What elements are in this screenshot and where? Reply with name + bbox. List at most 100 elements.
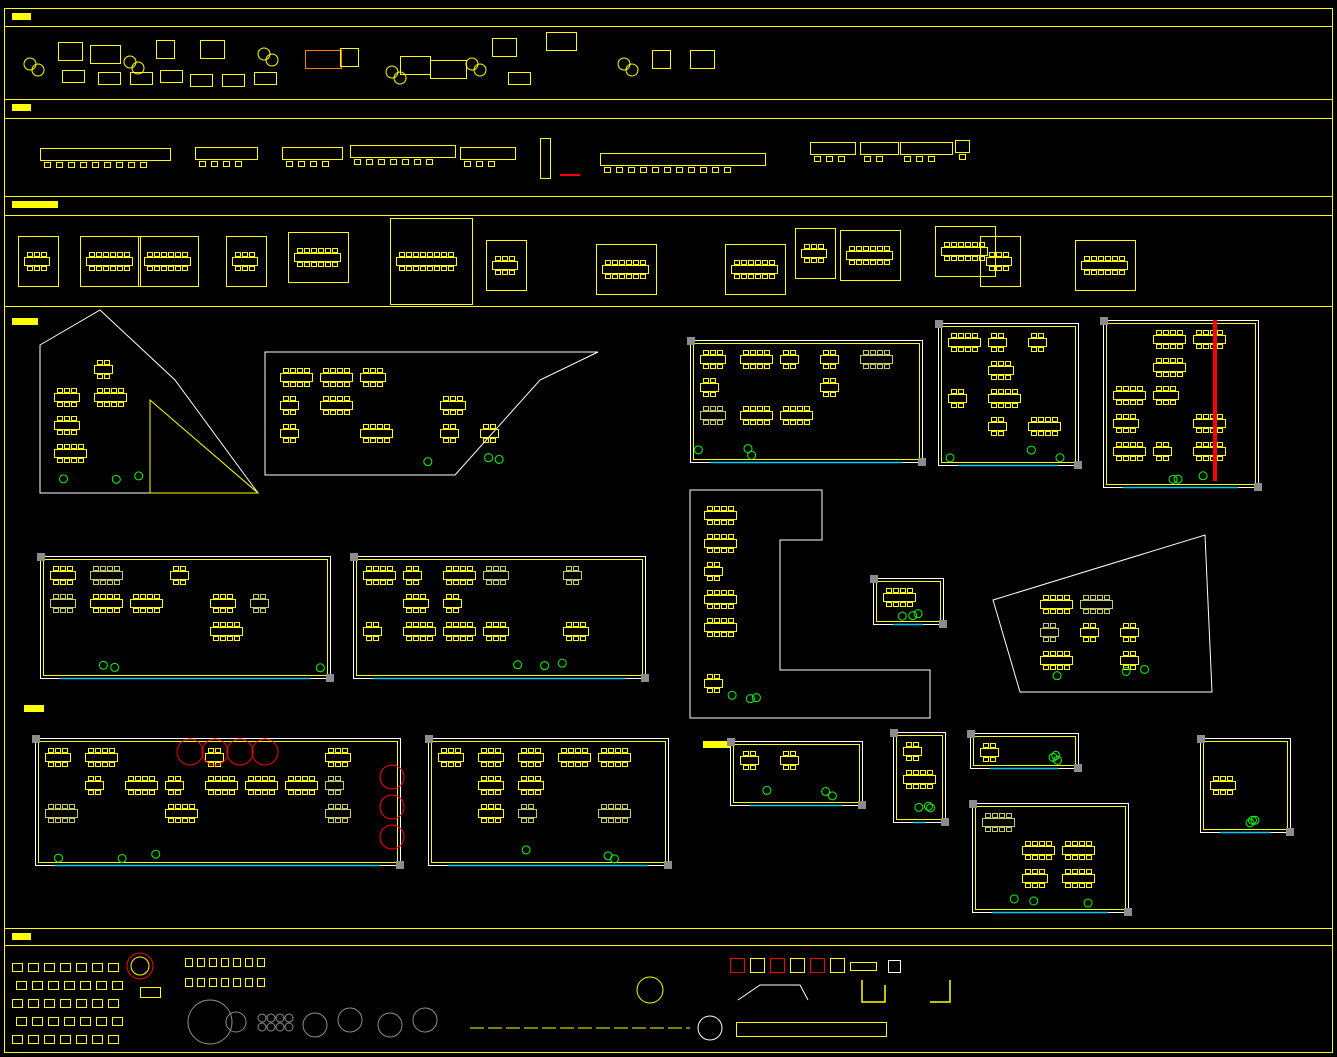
chair-icon	[208, 748, 214, 753]
table-icon	[170, 571, 189, 580]
chair-icon	[377, 382, 383, 387]
chair-icon	[535, 762, 541, 767]
chair-icon	[710, 364, 716, 369]
chair-icon	[481, 804, 487, 809]
chair-icon	[124, 266, 130, 271]
chair-icon	[913, 784, 919, 789]
chair-icon	[972, 256, 978, 261]
table-icon	[780, 355, 799, 364]
chair-icon	[57, 458, 63, 463]
chair-icon	[728, 520, 734, 525]
chair-icon	[1163, 442, 1169, 447]
shrub-icon	[266, 1013, 276, 1023]
chair-icon	[1079, 883, 1085, 888]
chair-icon	[465, 57, 479, 71]
chair-icon	[330, 368, 336, 373]
chair-icon	[330, 382, 336, 387]
chair-icon	[147, 252, 153, 257]
bar-stool-icon	[56, 162, 63, 168]
door-symbol-icon	[750, 958, 765, 973]
chair-icon	[500, 566, 506, 571]
section-label-block	[12, 933, 31, 940]
floor-plan-wall	[39, 309, 259, 494]
plant-icon	[98, 660, 108, 670]
chair-icon	[88, 776, 94, 781]
table-icon	[294, 253, 341, 262]
chair-icon	[1043, 651, 1049, 656]
table-icon	[54, 421, 80, 430]
chair-icon	[154, 608, 160, 613]
section-label-block	[12, 13, 31, 20]
small-symbol-icon	[64, 981, 75, 990]
small-symbol-icon	[185, 958, 193, 967]
chair-icon	[290, 368, 296, 373]
chair-icon	[67, 594, 73, 599]
chair-icon	[1072, 869, 1078, 874]
table-icon	[980, 748, 999, 757]
chair-icon	[983, 743, 989, 748]
chair-icon	[495, 270, 501, 275]
table-icon	[363, 627, 382, 636]
chair-icon	[750, 406, 756, 411]
chair-icon	[1116, 400, 1122, 405]
plant-icon	[110, 662, 120, 672]
chair-icon	[457, 410, 463, 415]
table-icon	[704, 623, 737, 632]
chair-icon	[133, 608, 139, 613]
chair-icon	[227, 594, 233, 599]
chair-icon	[93, 594, 99, 599]
chair-icon	[111, 402, 117, 407]
chair-icon	[1220, 776, 1226, 781]
chair-icon	[363, 424, 369, 429]
chair-icon	[481, 776, 487, 781]
chair-icon	[450, 410, 456, 415]
chair-icon	[448, 748, 454, 753]
chair-icon	[1196, 344, 1202, 349]
chair-icon	[1090, 623, 1096, 628]
chair-icon	[215, 748, 221, 753]
table-icon	[165, 809, 198, 818]
chair-icon	[991, 333, 997, 338]
chair-icon	[446, 566, 452, 571]
table-icon	[1080, 600, 1113, 609]
chair-icon	[41, 266, 47, 271]
chair-icon	[182, 252, 188, 257]
column-icon	[939, 620, 947, 628]
plant-icon	[1009, 894, 1019, 904]
chair-icon	[481, 818, 487, 823]
chair-icon	[304, 368, 310, 373]
chair-icon	[154, 252, 160, 257]
chair-icon	[109, 748, 115, 753]
chair-icon	[175, 266, 181, 271]
chair-icon	[1137, 386, 1143, 391]
chair-icon	[783, 406, 789, 411]
plant-icon	[1198, 471, 1208, 481]
column-icon	[664, 861, 672, 869]
chair-icon	[89, 252, 95, 257]
small-symbol-icon	[92, 963, 103, 972]
floor-plan-wall	[972, 803, 1129, 913]
floor-plan-wall	[264, 351, 599, 476]
chair-icon	[1203, 428, 1209, 433]
chair-icon	[95, 762, 101, 767]
plant-icon	[117, 853, 127, 863]
plant-icon	[923, 801, 933, 811]
table-icon	[85, 781, 104, 790]
chair-icon	[135, 776, 141, 781]
table-icon	[125, 781, 158, 790]
chair-icon	[366, 622, 372, 627]
chair-icon	[783, 765, 789, 770]
chair-icon	[870, 364, 876, 369]
chair-icon	[328, 790, 334, 795]
table-icon	[483, 571, 509, 580]
chair-icon	[1057, 651, 1063, 656]
accent-wall	[1213, 320, 1217, 481]
chair-icon	[488, 748, 494, 753]
chair-icon	[755, 274, 761, 279]
chair-icon	[1050, 637, 1056, 642]
table-icon	[700, 355, 726, 364]
chair-icon	[117, 252, 123, 257]
chair-icon	[996, 266, 1002, 271]
column-icon	[1074, 461, 1082, 469]
